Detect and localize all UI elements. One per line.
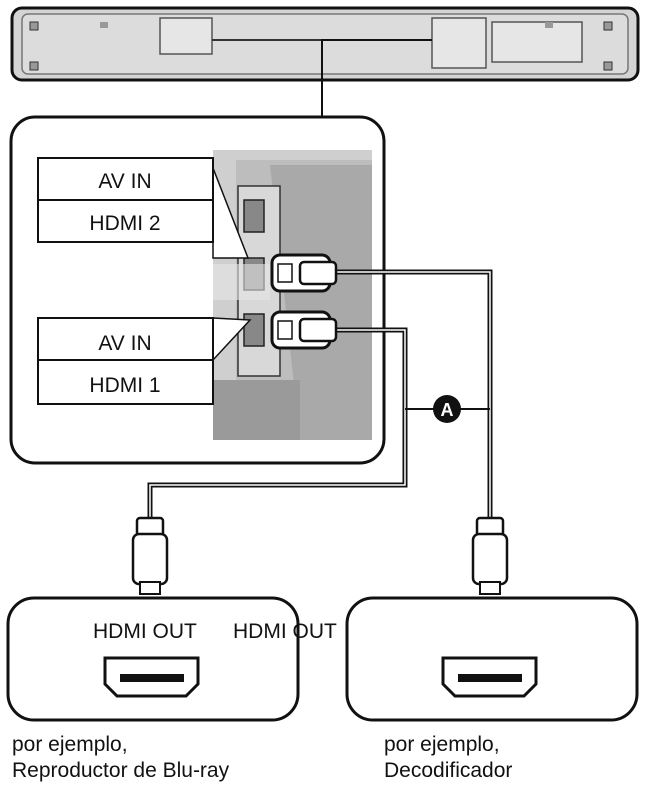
bluray-caption: por ejemplo, Reproductor de Blu-ray — [12, 732, 229, 784]
hdmi-port-icon — [103, 656, 200, 698]
upper-port-line2: HDMI 2 — [89, 212, 160, 235]
decoder-caption: por ejemplo, Decodificador — [384, 732, 512, 784]
device-bluray: HDMI OUT — [6, 596, 300, 722]
device-decoder: HDMI OUT — [233, 596, 639, 722]
lower-port-line1: AV IN — [98, 332, 151, 355]
decoder-port-label: HDMI OUT — [233, 620, 337, 643]
upper-port-label: AV IN HDMI 2 — [37, 157, 250, 259]
callout-line — [321, 39, 432, 117]
decoder-caption-line1: por ejemplo, — [384, 733, 500, 756]
hdmi-plug-upper — [270, 253, 338, 293]
hdmi-cables: A — [131, 253, 509, 595]
bluray-caption-line2: Reproductor de Blu-ray — [12, 759, 230, 782]
hdmi-port-icon — [441, 656, 538, 698]
cable-marker-label: A — [441, 400, 454, 420]
hdmi-plug-decoder — [471, 516, 509, 595]
tv-port-panel: AV IN HDMI 2 AV IN HDMI 1 — [9, 115, 386, 465]
bluray-caption-line1: por ejemplo, — [12, 733, 128, 756]
bluray-port-label: HDMI OUT — [93, 620, 197, 643]
soundbar — [10, 6, 640, 82]
cable-marker-a: A — [405, 395, 490, 423]
decoder-caption-line2: Decodificador — [384, 759, 513, 782]
lower-port-line2: HDMI 1 — [89, 374, 160, 397]
lower-port-label: AV IN HDMI 1 — [37, 317, 252, 405]
hdmi-plug-lower — [270, 310, 338, 350]
hdmi-plug-bluray — [131, 516, 169, 595]
upper-port-line1: AV IN — [98, 170, 151, 193]
